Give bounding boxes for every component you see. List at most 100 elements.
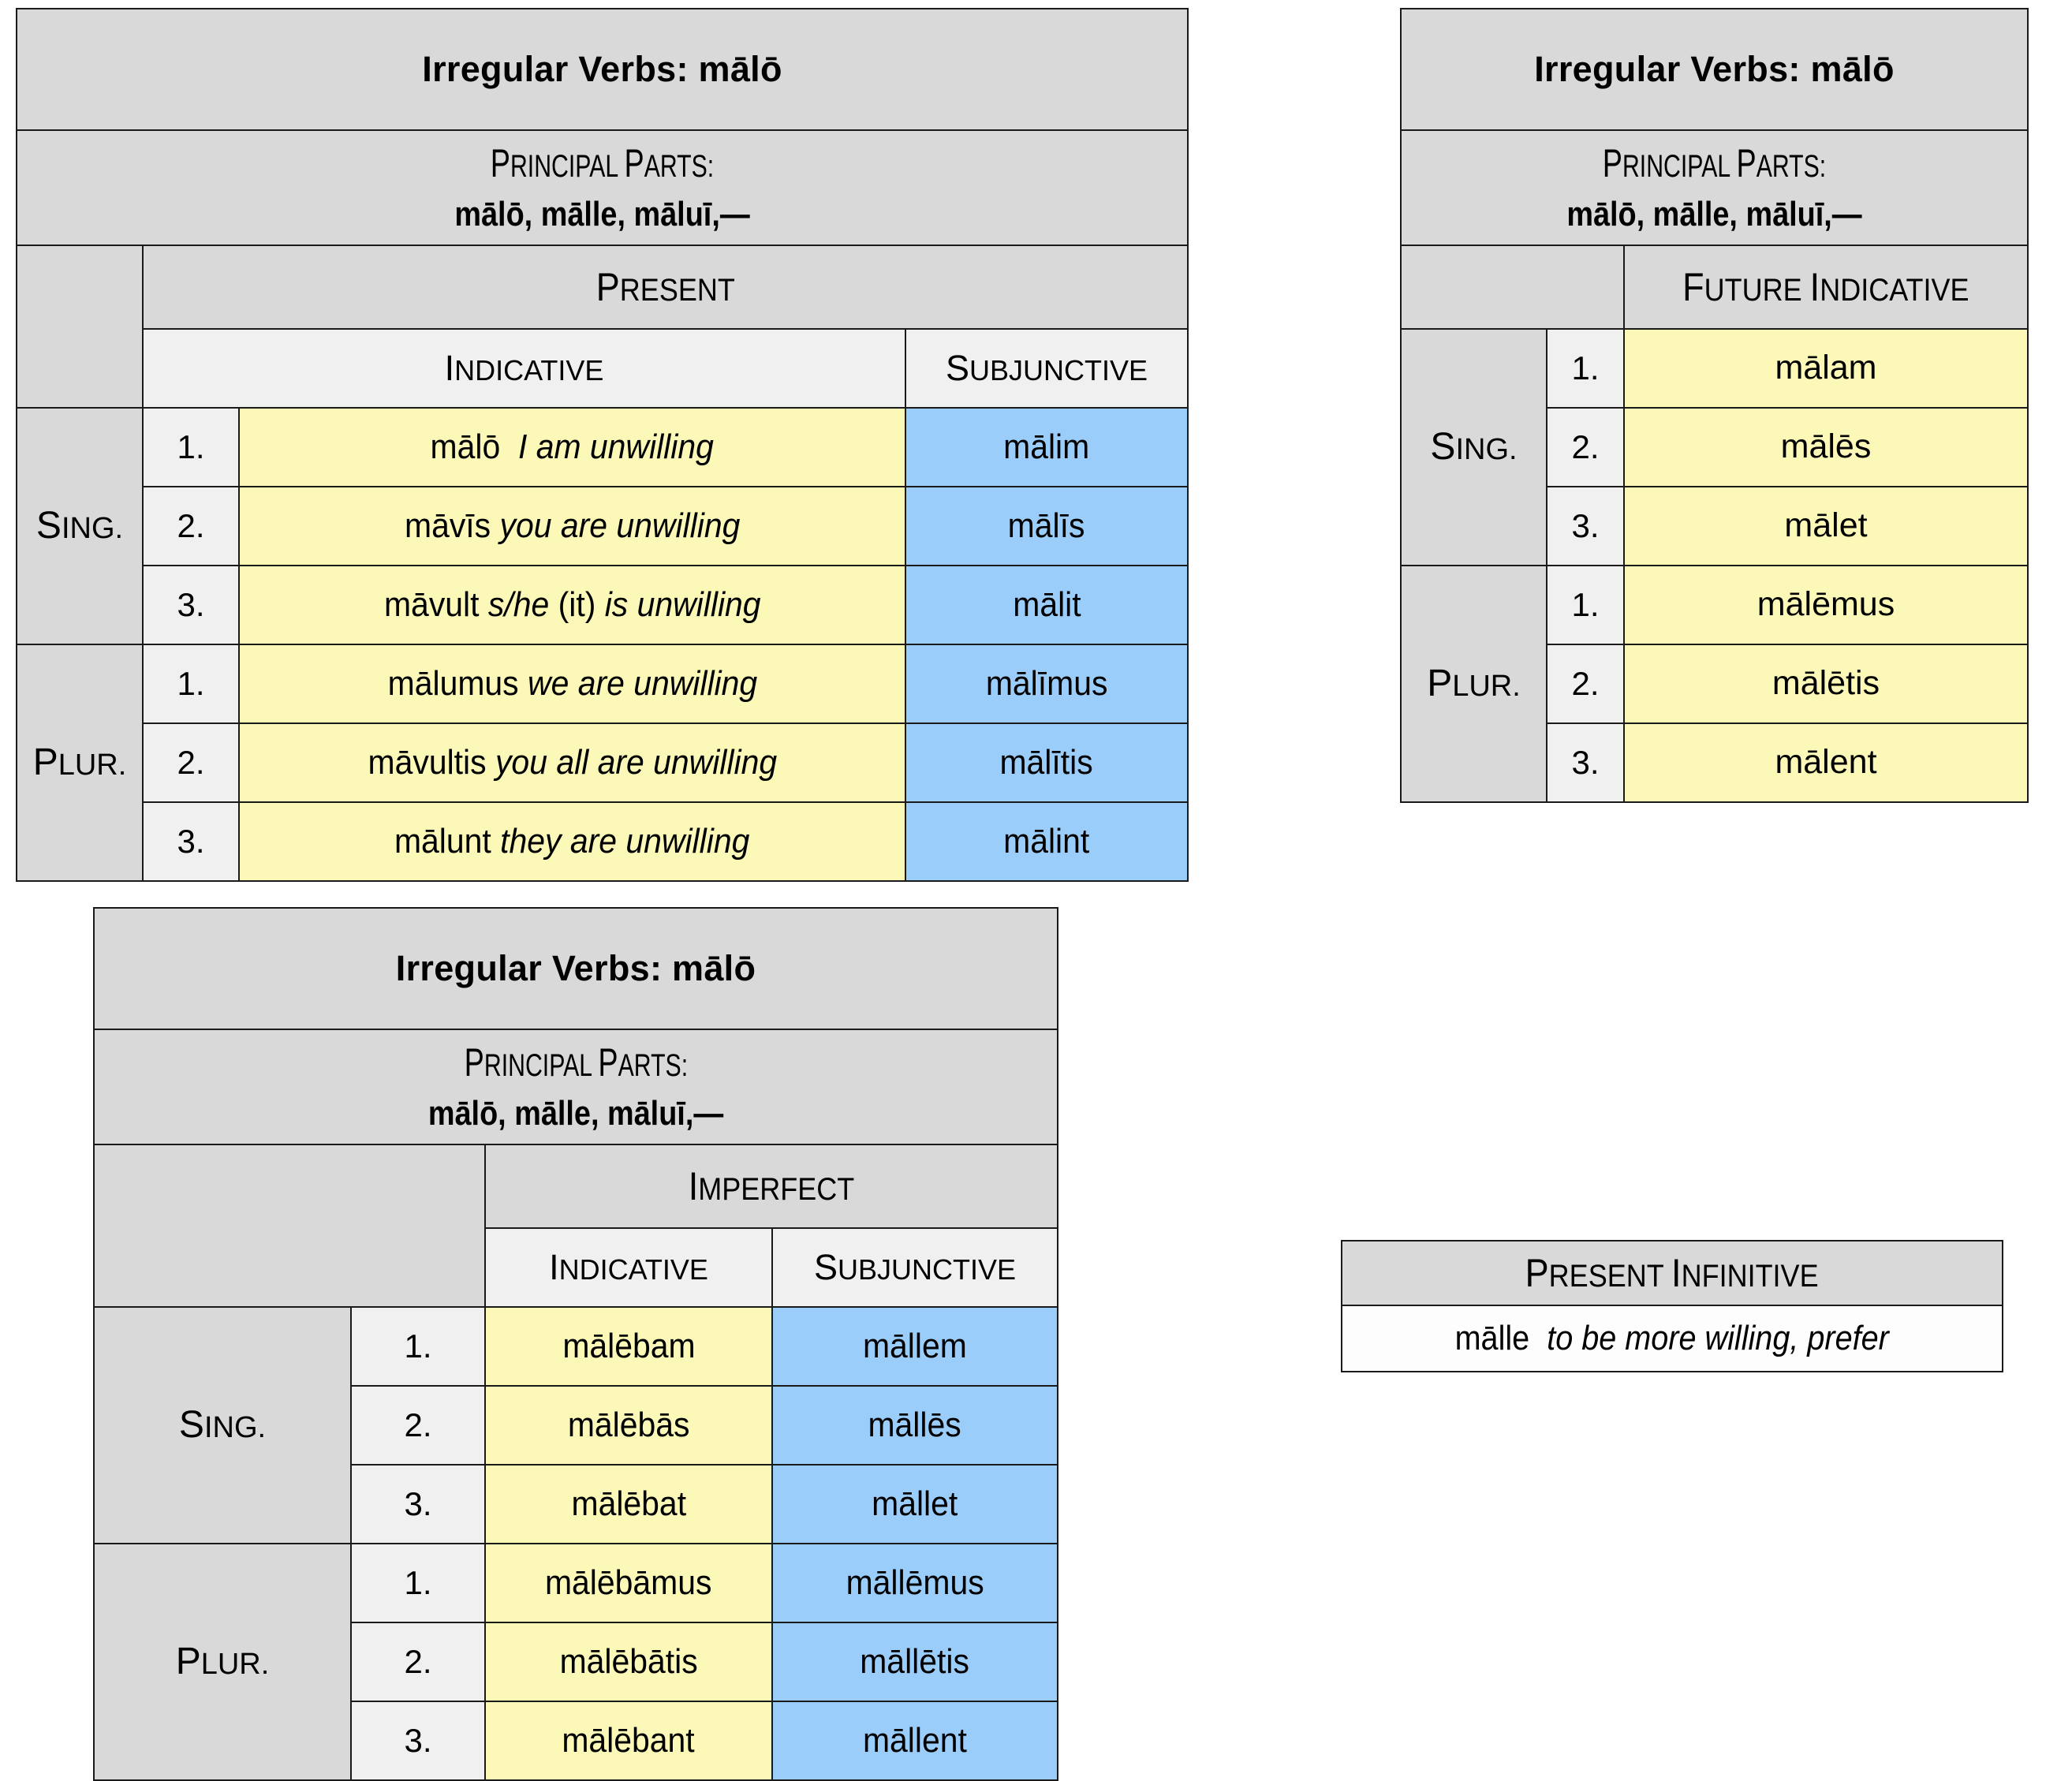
principal-parts-cell: PRINCIPAL PARTS: mālō, mālle, māluī,— <box>15 129 1189 246</box>
subjunctive-cell: mālīmus <box>904 644 1189 724</box>
latin-form: māllēmus <box>846 1563 984 1602</box>
latin-form: māllētis <box>860 1641 970 1681</box>
table-title-cell: Irregular Verbs: mālō <box>15 8 1189 131</box>
principal-parts-forms: mālō, mālle, māluī,— <box>1566 195 1862 234</box>
person-number: 3. <box>1546 722 1625 803</box>
tense-header-row: PRESENT <box>16 245 1189 409</box>
latin-form: māllēs <box>868 1405 962 1444</box>
person-number: 2. <box>142 486 240 566</box>
indicative-cell: mālēbant <box>484 1701 773 1781</box>
group-label-sing: SING. <box>1400 328 1547 566</box>
infinitive-header-cell: PRESENT INFINITIVE <box>1341 1240 2003 1306</box>
person-number: 3. <box>350 1701 486 1781</box>
infinitive-body-cell: mālle to be more willing, prefer <box>1341 1305 2003 1372</box>
tense-label-cell: FUTURE INDICATIVE <box>1623 245 2029 330</box>
latin-form: māvult <box>383 584 480 624</box>
future-tense-table: Irregular Verbs: mālō PRINCIPAL PARTS: m… <box>1400 8 2029 803</box>
latin-form: māvīs <box>404 506 491 545</box>
tense-header-row: FUTURE INDICATIVE <box>1400 245 2029 330</box>
principal-parts-label: PRINCIPAL PARTS: <box>490 140 715 185</box>
latin-form: mālet <box>1784 506 1868 545</box>
infinitive-body-row: mālle to be more willing, prefer <box>1341 1305 2003 1372</box>
table-row: 3. mālent <box>1401 722 2029 803</box>
page-title: Irregular Verbs: mālō <box>422 49 782 90</box>
table-row: PLUR. 1. mālēbāmus māllēmus <box>93 1543 1059 1781</box>
latin-form: mālētis <box>1771 664 1880 703</box>
plur-label: PLUR. <box>175 1640 270 1682</box>
table-row: 2. māvultis you all are unwilling mālīti… <box>17 722 1189 803</box>
subjunctive-cell: māllem <box>771 1306 1059 1387</box>
mood-header-row: INDICATIVE SUBJUNCTIVE <box>94 1227 1059 1308</box>
latin-form: mālīmus <box>985 663 1108 703</box>
latin-form: māllet <box>872 1484 958 1523</box>
english-gloss-c: is unwilling <box>604 584 761 624</box>
indicative-cell: mālet <box>1623 486 2029 566</box>
latin-form: mālent <box>1775 743 1877 782</box>
subjunctive-cell: māllētis <box>771 1622 1059 1702</box>
group-label-plur: PLUR. <box>93 1543 352 1781</box>
page-title: Irregular Verbs: mālō <box>395 948 756 989</box>
table-title-cell: Irregular Verbs: mālō <box>92 907 1059 1030</box>
plur-label: PLUR. <box>1427 662 1521 704</box>
principal-parts-row: PRINCIPAL PARTS: mālō, mālle, māluī,— <box>15 129 1189 246</box>
corner-blank-cell <box>1400 245 1625 330</box>
table-title-row: Irregular Verbs: mālō <box>1400 8 2029 131</box>
corner-blank-cell <box>16 245 144 409</box>
person-number: 2. <box>350 1385 486 1465</box>
table-row: SING. 1. mālō I am unwilling mālim <box>16 407 1189 645</box>
table-row: 3. māvult s/he (it) is unwilling mālit <box>17 565 1189 645</box>
person-number: 3. <box>142 565 240 645</box>
indicative-label: INDICATIVE <box>444 348 604 389</box>
present-tense-table: Irregular Verbs: mālō PRINCIPAL PARTS: m… <box>15 8 1189 882</box>
indicative-cell: mālēmus <box>1623 565 2029 645</box>
subjunctive-header-cell: SUBJUNCTIVE <box>904 328 1189 409</box>
subjunctive-cell: māllēmus <box>771 1543 1059 1623</box>
person-number: 3. <box>1546 486 1625 566</box>
group-label-sing: SING. <box>93 1306 352 1544</box>
latin-form: mālumus <box>387 663 519 703</box>
indicative-cell: māvult s/he (it) is unwilling <box>238 565 906 645</box>
indicative-cell: māvīs you are unwilling <box>238 486 906 566</box>
person-number: 1. <box>350 1543 486 1623</box>
latin-form: mālītis <box>999 742 1094 782</box>
indicative-cell: mālumus we are unwilling <box>238 644 906 724</box>
latin-form: mālō <box>430 427 501 466</box>
latin-form: mālam <box>1775 349 1877 387</box>
person-number: 1. <box>1546 565 1625 645</box>
table-row: 2. mālēs <box>1401 407 2029 487</box>
indicative-cell: mālēbātis <box>484 1622 773 1702</box>
sing-label: SING. <box>178 1403 267 1446</box>
tense-label-cell: IMPERFECT <box>483 1144 1059 1229</box>
person-number: 2. <box>142 722 240 803</box>
indicative-cell: mālō I am unwilling <box>238 407 906 487</box>
table-row: PLUR. 1. mālumus we are unwilling mālīmu… <box>16 644 1189 882</box>
table-title-row: Irregular Verbs: mālō <box>92 907 1059 1030</box>
person-number: 2. <box>1546 407 1625 487</box>
subjunctive-cell: māllent <box>771 1701 1059 1781</box>
infinitive-header-row: PRESENT INFINITIVE <box>1341 1240 2003 1306</box>
latin-form: māvultis <box>368 742 487 782</box>
latin-form: mālēmus <box>1757 585 1895 624</box>
table-row: 2. māvīs you are unwilling mālīs <box>17 486 1189 566</box>
group-label-sing: SING. <box>16 407 144 645</box>
indicative-cell: mālunt they are unwilling <box>238 801 906 882</box>
indicative-cell: mālam <box>1623 328 2029 409</box>
table-row: 3. mālēbat māllet <box>94 1464 1059 1544</box>
tense-header-row: IMPERFECT <box>93 1144 1059 1308</box>
indicative-cell: mālent <box>1623 722 2029 803</box>
tense-label: FUTURE INDICATIVE <box>1682 264 1969 309</box>
tense-label: IMPERFECT <box>688 1163 855 1208</box>
subjunctive-label: SUBJUNCTIVE <box>946 348 1148 389</box>
english-gloss: you all are unwilling <box>495 742 777 782</box>
sing-label: SING. <box>35 504 124 547</box>
english-gloss: you are unwilling <box>499 506 741 545</box>
corner-blank-cell <box>93 1144 486 1308</box>
person-number: 1. <box>142 644 240 724</box>
latin-form: mālēbāmus <box>545 1563 712 1602</box>
imperfect-tense-table: Irregular Verbs: mālō PRINCIPAL PARTS: m… <box>92 907 1059 1781</box>
principal-parts-cell: PRINCIPAL PARTS: mālō, mālle, māluī,— <box>92 1029 1059 1145</box>
subjunctive-cell: māllēs <box>771 1385 1059 1465</box>
english-gloss: to be more willing, prefer <box>1547 1318 1890 1357</box>
latin-form: mālīs <box>1008 506 1085 545</box>
person-number: 1. <box>350 1306 486 1387</box>
